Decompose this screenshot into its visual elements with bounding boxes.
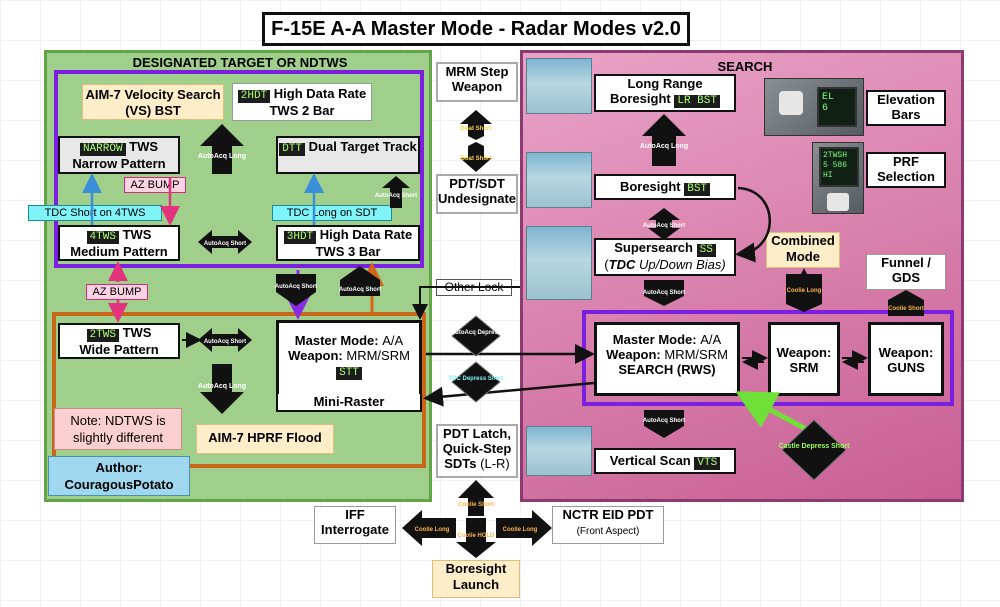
tdc-depress-diamond: TDC Depress Short [448, 361, 504, 403]
vertical-scan-box[interactable]: Vertical Scan VTS [594, 448, 736, 474]
hd2-box[interactable]: 2HDT High Data Rate TWS 2 Bar [232, 83, 372, 121]
prf-knob-image: 2TWSH 5 586 HI [812, 142, 864, 214]
prf-selection-box: PRF Selection [866, 152, 946, 188]
svg-text:AutoAcq Short: AutoAcq Short [643, 290, 685, 296]
nctr-box[interactable]: NCTR EID PDT (Front Aspect) [552, 506, 664, 544]
castle-depress-diamond: Castle Depress Short [779, 419, 850, 481]
other-lock-line [412, 286, 520, 320]
svg-text:AutoAcq Short: AutoAcq Short [275, 284, 317, 290]
tdc-short-label: TDC Short on 4TWS [28, 205, 162, 221]
search-master-mode-box[interactable]: Master Mode: A/A Weapon: MRM/SRM SEARCH … [594, 322, 740, 396]
svg-text:AutoAcq Short: AutoAcq Short [204, 339, 246, 345]
boresight-box[interactable]: Boresight BST [594, 174, 736, 200]
tws-group-border [54, 70, 424, 268]
tdc-depress-line [423, 381, 595, 407]
boresight-launch-box[interactable]: Boresight Launch [432, 560, 520, 598]
svg-text:Coolie Short: Coolie Short [888, 306, 924, 312]
scope-image-3 [526, 226, 592, 300]
combined-mode-box[interactable]: Combined Mode [766, 232, 840, 268]
svg-text:Coolie Long: Coolie Long [503, 527, 538, 533]
svg-text:AutoAcq Short: AutoAcq Short [643, 223, 685, 229]
coolie-short-funnel: Coolie Short [888, 290, 924, 316]
hd3-box[interactable]: 3HDT High Data Rate TWS 3 Bar [276, 225, 420, 261]
long-range-boresight-box[interactable]: Long Range Boresight LR BST [594, 74, 736, 112]
autoacq-long-down-arrow: AutoAcq Long [198, 364, 246, 414]
boat-short-arrow: Boat Short Boat Short [460, 110, 492, 172]
prf-display: 2TWSH 5 586 HI [819, 147, 859, 187]
iff-interrogate-box[interactable]: IFF Interrogate [314, 506, 396, 544]
autoacq-short-tws2-mm: AutoAcq Short [198, 328, 252, 352]
autoacq-short-dtt: AutoAcq Short [375, 176, 417, 208]
svg-text:Coolie Short: Coolie Short [458, 502, 494, 508]
mrm-step-weapon-box[interactable]: MRM Step Weapon [436, 62, 518, 102]
svg-text:TDC Depress Short: TDC Depress Short [448, 376, 503, 382]
weapon-guns-box[interactable]: Weapon: GUNS [868, 322, 944, 396]
svg-text:AutoAcq Short: AutoAcq Short [339, 287, 381, 293]
scope-image-4 [526, 426, 592, 476]
search-header: SEARCH [717, 59, 773, 74]
castle-green-arrow [735, 391, 810, 433]
ndtws-note: Note: NDTWS is slightly different [54, 408, 182, 450]
funnel-gds-box[interactable]: Funnel / GDS [866, 254, 946, 290]
dtt-box[interactable]: DTT Dual Target Track [276, 136, 420, 174]
designated-header: DESIGNATED TARGET OR NDTWS [132, 55, 348, 70]
knob-icon [779, 91, 803, 115]
aim7-vs-box[interactable]: AIM-7 Velocity Search (VS) BST [82, 84, 224, 120]
page-title: F-15E A-A Master Mode - Radar Modes v2.0 [262, 12, 690, 46]
tws2-box[interactable]: 2TWS TWS Wide Pattern [58, 323, 180, 359]
coolie-hat-cross: Coolie Short Coolie Long Coolie Long Coo… [402, 480, 552, 558]
svg-text:Castle Depress Short: Castle Depress Short [779, 443, 850, 450]
autoacq-short-bst-ss: AutoAcq Short [643, 208, 685, 240]
svg-text:Boat Short: Boat Short [461, 126, 492, 132]
weapon-srm-box[interactable]: Weapon: SRM [768, 322, 840, 396]
svg-text:AutoAcq Long: AutoAcq Long [198, 383, 246, 390]
svg-text:AutoAcq Depress: AutoAcq Depress [451, 330, 502, 336]
boresight-curve [735, 186, 771, 263]
hprf-flood-box[interactable]: AIM-7 HPRF Flood [196, 424, 334, 454]
svg-text:AutoAcq Short: AutoAcq Short [204, 241, 246, 247]
autoacq-short-mm-vts: AutoAcq Short [643, 410, 685, 438]
az-bump-label-bottom: AZ BUMP [86, 284, 148, 300]
svg-text:AutoAcq Long: AutoAcq Long [198, 153, 246, 160]
scope-image-1 [526, 58, 592, 114]
pdt-latch-box[interactable]: PDT Latch, Quick-Step SDTs (L-R) [436, 424, 518, 478]
tdc-long-label: TDC Long on SDT [272, 205, 392, 221]
scope-image-2 [526, 152, 592, 208]
elevation-bars-box: Elevation Bars [866, 90, 946, 126]
svg-text:Coolie Long: Coolie Long [415, 527, 450, 533]
svg-text:AutoAcq Long: AutoAcq Long [640, 143, 688, 150]
coolie-long-combined: Coolie Long [786, 274, 822, 312]
tws4-box[interactable]: 4TWS TWS Medium Pattern [58, 225, 180, 261]
svg-text:Boat Short: Boat Short [461, 156, 492, 162]
svg-text:AutoAcq Short: AutoAcq Short [643, 418, 685, 424]
autoacq-short-down: AutoAcq Short [275, 274, 317, 306]
prf-knob-icon [827, 193, 849, 211]
autoacq-short-ss-mm: AutoAcq Short [643, 280, 685, 306]
autoacq-short-tws4-hd3: AutoAcq Short [198, 230, 252, 254]
autoacq-depress-diamond: AutoAcq Depress [451, 315, 502, 357]
mini-raster-label: Mini-Raster [276, 394, 422, 412]
autoacq-long-up-arrow: AutoAcq Long [198, 124, 246, 174]
svg-text:AutoAcq Short: AutoAcq Short [375, 193, 417, 199]
svg-text:Coolie HOLD: Coolie HOLD [458, 533, 496, 539]
author-box: Author: CouragousPotato [48, 456, 190, 496]
srm-loop [738, 200, 750, 226]
lr-boresight-up-arrow: AutoAcq Long [640, 114, 688, 166]
title-text: F-15E A-A Master Mode - Radar Modes v2.0 [271, 18, 681, 40]
autoacq-short-up: AutoAcq Short [339, 266, 381, 296]
svg-text:Coolie Long: Coolie Long [787, 288, 822, 294]
narrow-box[interactable]: NARROW TWS Narrow Pattern [58, 136, 180, 174]
pdt-undesignate-box[interactable]: PDT/SDT Undesignate [436, 174, 518, 214]
